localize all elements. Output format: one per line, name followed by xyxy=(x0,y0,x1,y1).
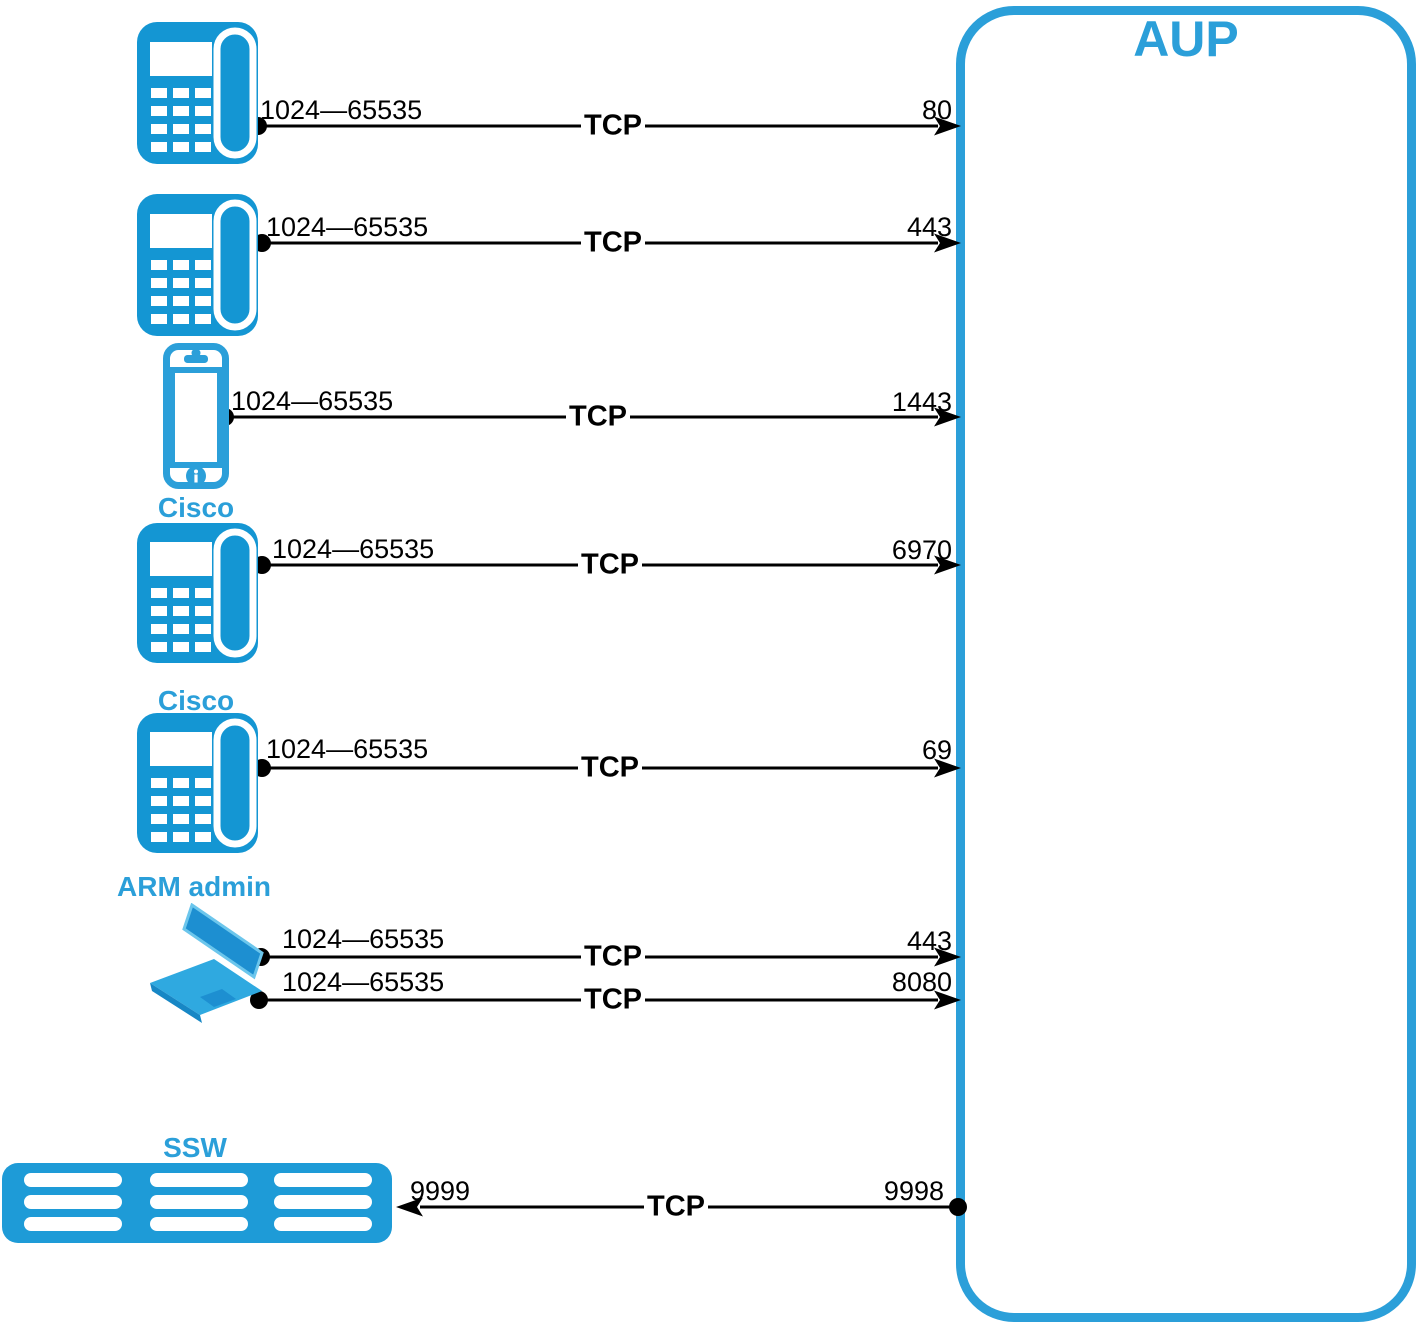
cisco-phone-icon xyxy=(137,523,258,663)
src-ports-label: 1024—65535 xyxy=(282,967,445,997)
protocol-label: TCP xyxy=(581,942,645,972)
caption-cisco-phone-2: Cisco xyxy=(157,685,235,716)
src-ports-label: 1024—65535 xyxy=(266,212,429,242)
dst-port-label: 443 xyxy=(906,212,952,242)
ip-phone-icon xyxy=(137,194,258,336)
src-ports-label: 1024—65535 xyxy=(231,386,394,416)
caption-cisco-phone-1: Cisco xyxy=(157,492,235,523)
caption-ssw: SSW xyxy=(163,1132,227,1163)
dst-port-label: 9999 xyxy=(410,1176,471,1206)
ip-phone-icon xyxy=(137,22,258,164)
src-ports-label: 9998 xyxy=(883,1176,944,1206)
ssw-server-icon xyxy=(2,1163,392,1243)
aup-title: AUP xyxy=(1133,11,1239,67)
protocol-label: TCP xyxy=(581,228,645,258)
protocol-label: TCP xyxy=(578,550,642,580)
dst-port-label: 6970 xyxy=(891,535,952,565)
aup-box xyxy=(956,6,1416,1322)
src-ports-label: 1024—65535 xyxy=(266,734,429,764)
protocol-label: TCP xyxy=(581,111,645,141)
dst-port-label: 443 xyxy=(906,926,952,956)
caption-arm-admin: ARM admin xyxy=(117,871,271,902)
cisco-phone-icon xyxy=(137,713,258,853)
mobile-phone-icon xyxy=(163,343,229,489)
src-ports-label: 1024—65535 xyxy=(260,95,423,125)
dst-port-label: 8080 xyxy=(891,967,952,997)
protocol-label: TCP xyxy=(566,402,630,432)
protocol-label: TCP xyxy=(581,985,645,1015)
dst-port-label: 1443 xyxy=(891,387,952,417)
src-ports-label: 1024—65535 xyxy=(272,534,435,564)
laptop-icon xyxy=(148,903,266,1028)
dst-port-label: 69 xyxy=(921,735,952,765)
src-ports-label: 1024—65535 xyxy=(282,924,445,954)
protocol-label: TCP xyxy=(644,1192,708,1222)
protocol-label: TCP xyxy=(578,753,642,783)
dst-port-label: 80 xyxy=(921,95,952,125)
